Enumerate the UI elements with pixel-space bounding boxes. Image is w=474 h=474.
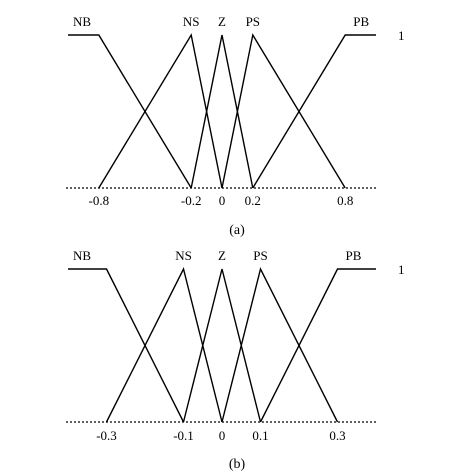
- tick-label: 0.2: [245, 193, 261, 208]
- series-label-ps: PS: [246, 14, 260, 29]
- tick-label: 0: [219, 428, 226, 443]
- tick-label: -0.8: [89, 193, 110, 208]
- series-line-pb: [259, 268, 376, 423]
- series-line-nb: [68, 268, 185, 423]
- panel-caption: (b): [229, 457, 246, 472]
- series-line-nb: [68, 34, 192, 189]
- series-line-ps: [221, 267, 339, 423]
- series-label-z: Z: [218, 14, 226, 29]
- series-line-z: [182, 268, 262, 423]
- panel-b: NB NS Z PS PB -0.3 -0.1 0 0.1 0.3 1 (b): [66, 248, 405, 472]
- tick-label: 0: [219, 193, 226, 208]
- series-label-ns: NS: [183, 14, 200, 29]
- series-line-pb: [252, 34, 376, 189]
- series-label-ns: NS: [175, 248, 192, 263]
- membership-max-label: 1: [398, 28, 405, 43]
- series-line-ns: [105, 267, 223, 423]
- membership-max-label: 1: [398, 262, 405, 277]
- tick-label: -0.2: [181, 193, 202, 208]
- panel-a: NB NS Z PS PB -0.8 -0.2 0 0.2 0.8 1 (a): [66, 14, 405, 238]
- panel-caption: (a): [229, 223, 245, 238]
- series-label-nb: NB: [73, 248, 91, 263]
- series-line-ns: [98, 33, 223, 189]
- series-label-nb: NB: [73, 14, 91, 29]
- tick-label: 0.8: [337, 193, 353, 208]
- series-label-z: Z: [218, 248, 226, 263]
- series-label-ps: PS: [253, 248, 267, 263]
- series-line-ps: [221, 33, 346, 189]
- tick-label: 0.1: [252, 428, 268, 443]
- series-label-pb: PB: [346, 248, 362, 263]
- series-label-pb: PB: [353, 14, 369, 29]
- tick-label: 0.3: [329, 428, 345, 443]
- tick-label: -0.1: [173, 428, 194, 443]
- tick-label: -0.3: [96, 428, 117, 443]
- series-line-z: [190, 34, 254, 189]
